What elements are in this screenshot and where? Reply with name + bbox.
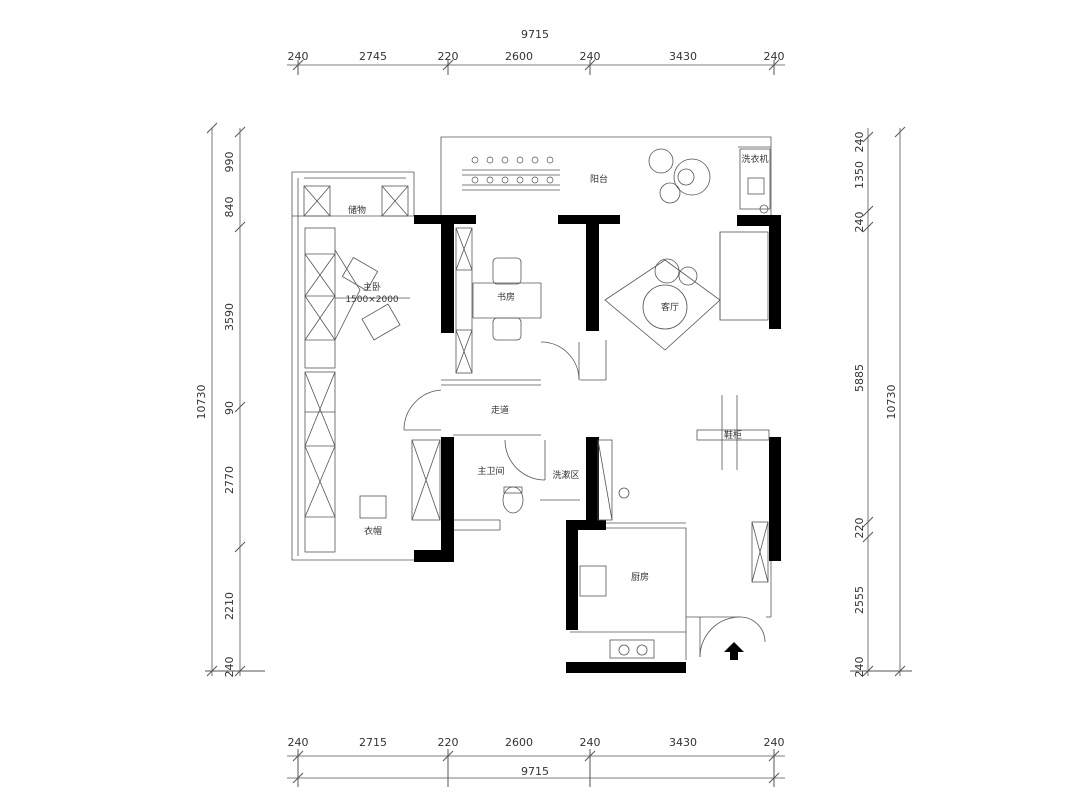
bottom-dimension-5: 240 — [580, 736, 601, 749]
right-total-dimension: 10730 — [885, 385, 898, 420]
balcony-plants — [462, 156, 560, 191]
left-total-dimension: 10730 — [195, 385, 208, 420]
left-dimension-1: 990 — [223, 152, 236, 173]
top-dimension-6: 3430 — [669, 50, 697, 63]
right-dimension-7: 240 — [853, 657, 866, 678]
left-dimension-3: 3590 — [223, 303, 236, 331]
top-total-dimension: 9715 — [521, 28, 549, 41]
kitchen-label: 厨房 — [631, 571, 649, 583]
shoe-cabinet-label: 鞋柜 — [724, 429, 742, 441]
right-dimension-6: 2555 — [853, 586, 866, 614]
bottom-dimension-1: 240 — [288, 736, 309, 749]
bottom-dimension-line: 240 2715 220 2600 240 3430 240 9715 — [287, 736, 785, 787]
bed-size-label: 1500×2000 — [345, 295, 399, 305]
master-bedroom-furniture — [304, 227, 410, 369]
right-dimension-1: 240 — [853, 132, 866, 153]
bottom-dimension-6: 3430 — [669, 736, 697, 749]
bottom-dimension-7: 240 — [764, 736, 785, 749]
shoe-cabinet — [696, 395, 770, 470]
top-dimension-3: 220 — [438, 50, 459, 63]
cloakroom-label: 衣帽 — [364, 525, 382, 537]
balcony-lounge-chairs — [648, 148, 711, 204]
kitchen-fixtures — [579, 521, 769, 659]
left-dimension-2: 840 — [223, 197, 236, 218]
left-dimension-6: 2210 — [223, 592, 236, 620]
living-room-furniture — [604, 231, 769, 351]
bottom-dimension-2: 2715 — [359, 736, 387, 749]
top-dimension-line: 9715 240 2745 220 2600 240 3430 240 — [287, 28, 785, 75]
master-bathroom-label: 主卫间 — [477, 465, 504, 477]
laundry-area — [739, 148, 771, 214]
door-swings — [403, 341, 766, 658]
storage-cabinets — [303, 177, 409, 217]
top-dimension-2: 2745 — [359, 50, 387, 63]
bottom-dimension-3: 220 — [438, 736, 459, 749]
right-dimension-3: 240 — [853, 212, 866, 233]
study-label: 书房 — [497, 291, 515, 303]
right-dimension-4: 5885 — [853, 364, 866, 392]
wash-area-label: 洗漱区 — [552, 469, 579, 481]
laundry-label: 洗衣机 — [741, 153, 768, 165]
top-dimension-1: 240 — [288, 50, 309, 63]
master-bedroom-label: 主卧 — [363, 281, 381, 293]
left-dimension-5: 2770 — [223, 466, 236, 494]
thick-walls — [414, 215, 781, 673]
top-dimension-4: 2600 — [505, 50, 533, 63]
study-furniture — [455, 227, 522, 374]
left-dimension-line: 10730 990 840 3590 90 2770 2210 240 — [195, 122, 265, 678]
right-dimension-line: 240 1350 240 5885 220 2555 240 10730 — [850, 126, 912, 678]
right-dimension-5: 220 — [853, 518, 866, 539]
entrance-arrow-icon — [724, 642, 744, 660]
living-room-label: 客厅 — [661, 301, 679, 313]
top-dimension-5: 240 — [580, 50, 601, 63]
bathroom-fixtures — [502, 439, 630, 521]
wardrobe-cabinets — [304, 371, 441, 553]
bottom-total-dimension: 9715 — [521, 765, 549, 778]
bottom-dimension-4: 2600 — [505, 736, 533, 749]
corridor-label: 走道 — [491, 404, 509, 416]
left-dimension-7: 240 — [223, 657, 236, 678]
storage-label: 储物 — [348, 204, 366, 216]
balcony-label: 阳台 — [590, 173, 608, 185]
right-dimension-2: 1350 — [853, 161, 866, 189]
left-dimension-4: 90 — [223, 401, 236, 415]
top-dimension-7: 240 — [764, 50, 785, 63]
